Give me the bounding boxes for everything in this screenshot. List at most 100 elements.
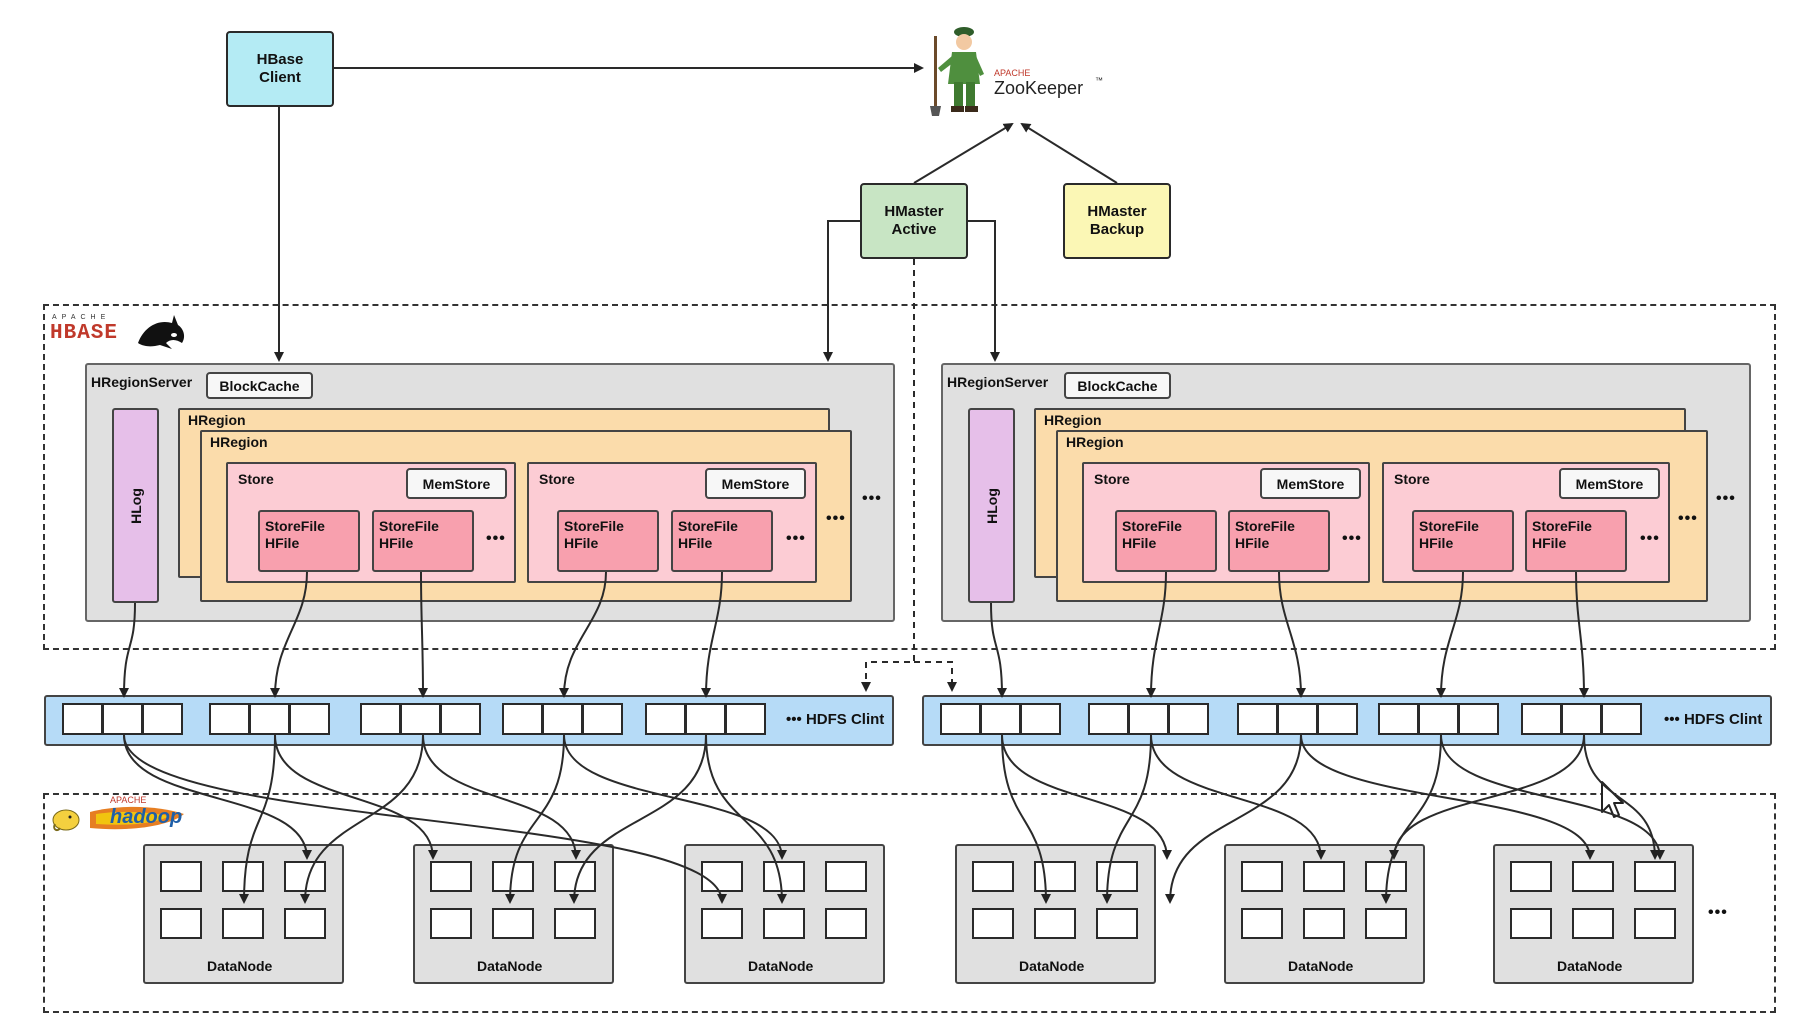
datanode-block	[430, 908, 472, 939]
store-right-1-label: Store	[1094, 471, 1130, 487]
datanode-block	[222, 861, 264, 892]
hdfs-block-cell	[209, 703, 250, 735]
zookeeper-tm-text: ™	[1095, 76, 1103, 85]
region-server-right-label: HRegionServer	[947, 374, 1049, 390]
datanode-label: DataNode	[477, 958, 543, 974]
storefile-left-1a-l1: StoreFile	[265, 518, 325, 534]
hdfs-client-left-dots: •••	[786, 711, 802, 728]
hlog-right-label: HLog	[983, 487, 1000, 524]
hdfs-block-cell	[502, 703, 543, 735]
zookeeper-apache-text: APACHE	[994, 68, 1031, 78]
memstore-left-2: MemStore	[705, 468, 806, 499]
storefile-left-1a-l2: HFile	[265, 535, 300, 551]
memstore-right-2: MemStore	[1559, 468, 1660, 499]
datanode-block	[554, 908, 596, 939]
hdfs-block-cell	[1601, 703, 1642, 735]
mouse-cursor-icon	[1601, 781, 1624, 818]
datanode-block	[1034, 908, 1076, 939]
datanode-block	[284, 861, 326, 892]
datanode-label: DataNode	[1288, 958, 1354, 974]
datanode-block	[701, 861, 743, 892]
datanode-block	[1241, 908, 1283, 939]
hadoop-cluster-container	[43, 793, 1776, 1013]
hregion-left-more: •••	[862, 490, 882, 507]
hdfs-block-cell	[542, 703, 583, 735]
datanode-block	[763, 908, 805, 939]
hlog-left: HLog	[112, 408, 159, 603]
datanode-block	[763, 861, 805, 892]
storefile-right-2-more: •••	[1640, 530, 1660, 547]
store-right-2-label: Store	[1394, 471, 1430, 487]
datanode-block	[554, 861, 596, 892]
hdfs-block-cell	[249, 703, 290, 735]
hbase-apache-text: APACHE	[52, 314, 111, 321]
hdfs-block-cell	[1561, 703, 1602, 735]
datanode-block	[1365, 861, 1407, 892]
datanode-more: •••	[1708, 904, 1728, 921]
storefile-left-1b-l2: HFile	[379, 535, 414, 551]
hbase-name-text: HBASE	[50, 322, 119, 345]
hdfs-block-cell	[645, 703, 686, 735]
datanode-block	[1241, 861, 1283, 892]
hdfs-block-cell	[1418, 703, 1459, 735]
storefile-left-1b-l1: StoreFile	[379, 518, 439, 534]
store-left-1-label: Store	[238, 471, 274, 487]
region-server-left-label: HRegionServer	[91, 374, 193, 390]
storefile-right-1a-l1: StoreFile	[1122, 518, 1182, 534]
datanode-label: DataNode	[748, 958, 814, 974]
hdfs-block-cell	[400, 703, 441, 735]
datanode-block	[160, 861, 202, 892]
storefile-right-1b-l1: StoreFile	[1235, 518, 1295, 534]
hbase-client-line2: Client	[259, 69, 301, 86]
hlog-left-label: HLog	[127, 487, 144, 524]
hadoop-logo: APACHE hadoop	[50, 795, 186, 832]
hmaster-backup-line2: Backup	[1089, 221, 1145, 238]
datanode-block	[701, 908, 743, 939]
store-right-more: •••	[1678, 510, 1698, 527]
storefile-left-2-more: •••	[786, 530, 806, 547]
storefile-right-1-more: •••	[1342, 530, 1362, 547]
datanode-block	[430, 861, 472, 892]
datanode-block	[1303, 861, 1345, 892]
datanode-block	[972, 861, 1014, 892]
hadoop-apache-text: APACHE	[110, 795, 147, 805]
storefile-right-2b-l2: HFile	[1532, 535, 1567, 551]
zookeeper-logo: APACHE ZooKeeper ™	[928, 22, 1104, 118]
memstore-right-1: MemStore	[1260, 468, 1361, 499]
hdfs-client-right-text: HDFS Clint	[1683, 711, 1763, 728]
master-active-to-zk-arrow	[913, 122, 1014, 184]
storefile-right-1b-l2: HFile	[1235, 535, 1270, 551]
hdfs-block-cell	[980, 703, 1021, 735]
hdfs-client-right-label: ••• HDFS Clint	[1664, 711, 1762, 728]
hdfs-block-cell	[1378, 703, 1419, 735]
storefile-left-2a-l2: HFile	[564, 535, 599, 551]
hbase-logo: APACHE HBASE	[50, 313, 190, 349]
hadoop-name-text: hadoop	[110, 806, 183, 828]
store-left-2-label: Store	[539, 471, 575, 487]
datanode-block	[492, 908, 534, 939]
storefile-right-2b-l1: StoreFile	[1532, 518, 1592, 534]
hdfs-block-cell	[1317, 703, 1358, 735]
datanode-label: DataNode	[207, 958, 273, 974]
master-to-hdfs-right-dashed	[914, 661, 957, 692]
hdfs-client-left-label: ••• HDFS Clint	[786, 711, 884, 728]
datanode-block	[1096, 908, 1138, 939]
datanode-block	[160, 908, 202, 939]
block-cache-right: BlockCache	[1064, 372, 1171, 399]
hdfs-block-cell	[102, 703, 143, 735]
hmaster-active-line2: Active	[891, 221, 937, 238]
hregion-left-back-label: HRegion	[188, 412, 246, 428]
hdfs-block-cell	[1237, 703, 1278, 735]
datanode-block	[1572, 908, 1614, 939]
datanode-block	[825, 908, 867, 939]
hdfs-block-cell	[289, 703, 330, 735]
datanode-block	[1034, 861, 1076, 892]
block-cache-left: BlockCache	[206, 372, 313, 399]
hregion-left-front-label: HRegion	[210, 434, 268, 450]
